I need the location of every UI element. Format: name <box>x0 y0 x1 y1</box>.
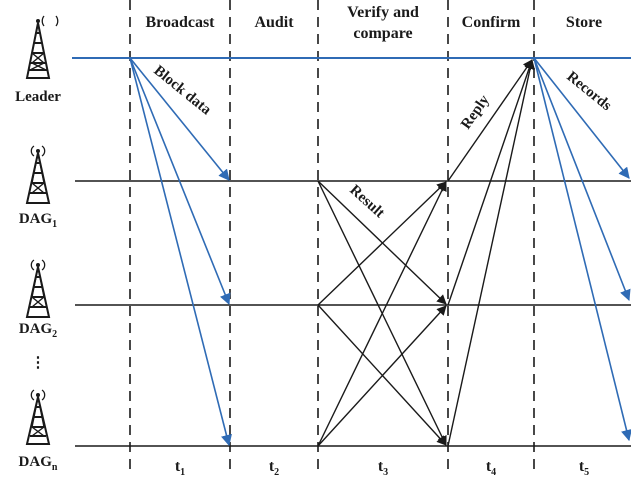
label-reply: Reply <box>458 92 493 132</box>
node-label-dagn: DAGn <box>19 454 58 473</box>
label-result: Result <box>346 182 387 221</box>
time-t3: t3 <box>378 458 388 478</box>
records-arrow-dag1 <box>533 57 630 179</box>
time-labels: t1 t2 t3 t4 t5 <box>175 458 589 478</box>
antenna-leader-icon <box>25 15 59 79</box>
result-arrow-n-1 <box>317 181 447 447</box>
antenna-dag1-icon <box>25 145 51 204</box>
node-label-dag2: DAG2 <box>19 321 57 340</box>
phase-dividers <box>129 0 535 470</box>
antenna-dagn-icon <box>25 389 51 445</box>
broadcast-arrow-dag1 <box>129 57 230 181</box>
reply-arrow-dagn <box>447 59 535 447</box>
broadcast-arrows <box>129 57 232 447</box>
reply-arrow-dag2 <box>447 59 534 306</box>
time-t4: t4 <box>486 458 496 478</box>
result-arrow-1-2 <box>317 180 447 305</box>
node-ellipsis: ⋮ <box>31 355 46 371</box>
phase-broadcast: Broadcast <box>145 14 215 31</box>
node-label-leader: Leader <box>15 89 61 105</box>
broadcast-arrow-dag2 <box>129 57 231 306</box>
phase-store: Store <box>566 14 602 31</box>
time-t5: t5 <box>579 458 589 478</box>
antenna-dag2-icon <box>25 259 51 318</box>
reply-arrows <box>447 59 535 447</box>
phase-verify-line2: compare <box>353 25 412 42</box>
result-arrows <box>317 180 447 447</box>
records-arrow-dag2 <box>533 57 631 302</box>
reply-arrow-dag1 <box>447 59 533 182</box>
label-block-data: Block data <box>150 63 214 119</box>
result-arrow-n-2 <box>317 305 447 447</box>
phase-audit: Audit <box>254 14 294 31</box>
records-arrows <box>533 57 631 442</box>
time-t1: t1 <box>175 458 185 478</box>
broadcast-arrow-dagn <box>129 57 232 447</box>
label-records: Records <box>563 69 614 115</box>
node-label-dag1: DAG1 <box>19 211 57 230</box>
result-arrow-2-1 <box>317 181 447 306</box>
phase-verify-line1: Verify and <box>347 4 419 21</box>
phase-confirm: Confirm <box>462 14 521 31</box>
phase-headers: Broadcast Audit Verify and compare Confi… <box>145 4 602 42</box>
time-t2: t2 <box>269 458 279 478</box>
records-arrow-dagn <box>533 57 631 442</box>
